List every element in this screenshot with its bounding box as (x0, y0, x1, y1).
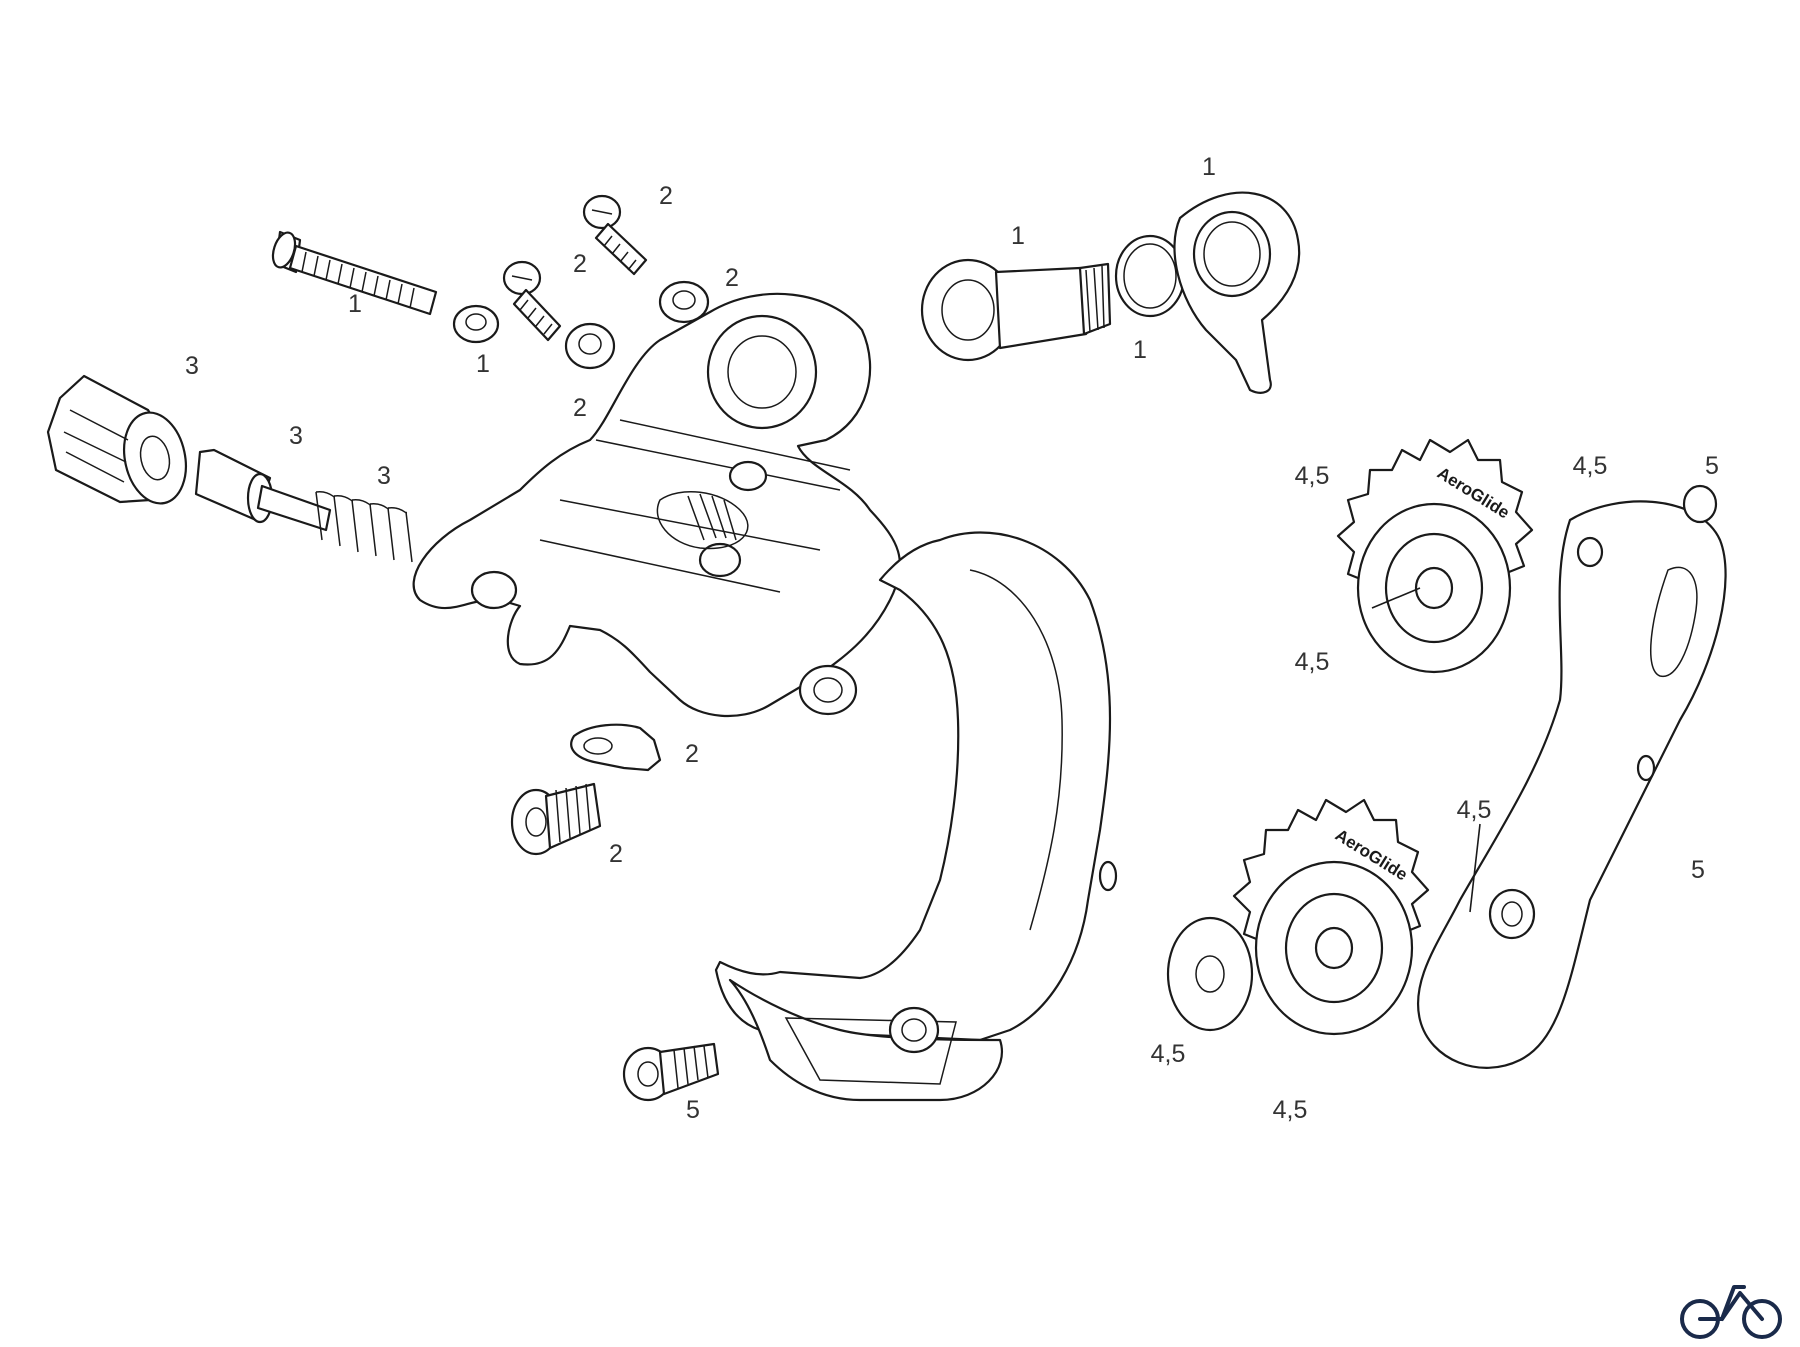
callout-3: 3 (377, 462, 391, 490)
callout-4-5: 4,5 (1295, 462, 1330, 490)
pulley-bolt (622, 1042, 720, 1102)
callout-3: 3 (289, 422, 303, 450)
bicycle-icon (1680, 1285, 1782, 1339)
callout-4-5: 4,5 (1273, 1096, 1308, 1124)
washer (452, 304, 500, 344)
cage-stop-tab (570, 723, 662, 772)
callout-1: 1 (476, 350, 490, 378)
pivot-bolt (920, 258, 1112, 362)
barrel-adjuster (194, 448, 332, 532)
callout-2: 2 (659, 182, 673, 210)
derailleur-body (412, 292, 901, 718)
callout-2: 2 (609, 840, 623, 868)
washer (658, 280, 710, 324)
callout-4-5: 4,5 (1573, 452, 1608, 480)
hanger-bracket (1173, 191, 1301, 394)
callout-2: 2 (573, 250, 587, 278)
cage-screw (510, 782, 602, 856)
callout-5: 5 (1705, 452, 1719, 480)
b-tension-bolt (271, 230, 438, 316)
callout-5: 5 (686, 1096, 700, 1124)
callout-1: 1 (1011, 222, 1025, 250)
callout-1: 1 (1202, 153, 1216, 181)
leader-line (1371, 587, 1421, 609)
washer (564, 322, 616, 370)
limit-screw (502, 260, 562, 342)
callout-1: 1 (348, 290, 362, 318)
lower-pulley: AeroGlide (1232, 798, 1430, 1036)
callout-4-5: 4,5 (1295, 648, 1330, 676)
callout-1: 1 (1133, 336, 1147, 364)
callout-2: 2 (725, 264, 739, 292)
callout-3: 3 (185, 352, 199, 380)
callout-4-5: 4,5 (1457, 796, 1492, 824)
barrel-spring (315, 491, 413, 563)
derailleur-cage (714, 531, 1118, 1102)
inner-cage-plate (1417, 484, 1727, 1069)
barrel-adjuster-knob (46, 374, 187, 505)
pulley-washer (1166, 916, 1254, 1032)
leader-line (1469, 823, 1481, 913)
upper-pulley: AeroGlide (1336, 438, 1534, 674)
callout-4-5: 4,5 (1151, 1040, 1186, 1068)
limit-screw (582, 194, 648, 276)
callout-5: 5 (1691, 856, 1705, 884)
callout-2: 2 (573, 394, 587, 422)
callout-2: 2 (685, 740, 699, 768)
